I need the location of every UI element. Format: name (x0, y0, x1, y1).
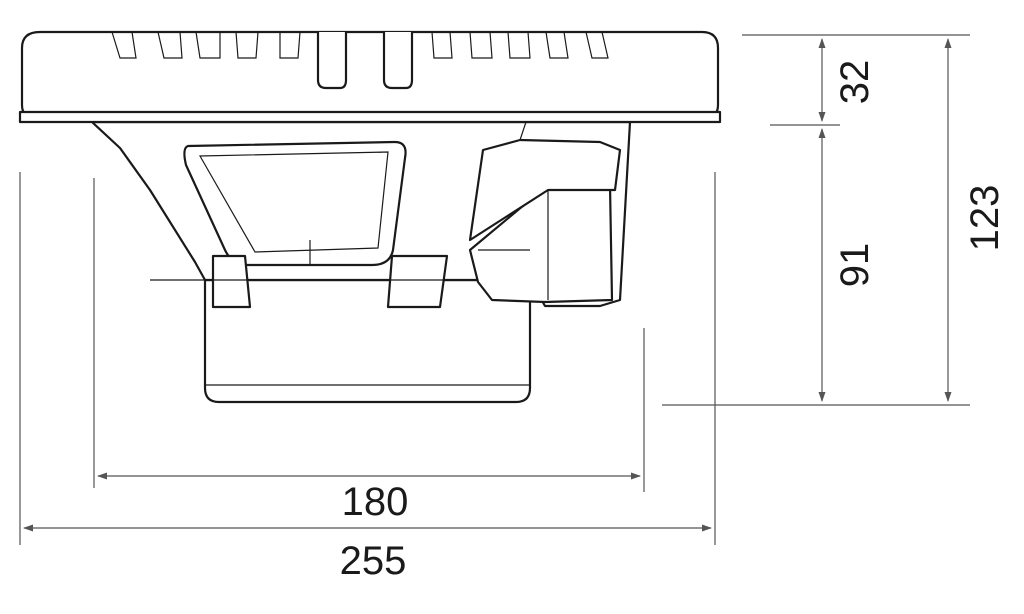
basket-foot-left (211, 254, 252, 309)
basket-window-left (183, 140, 407, 267)
label-total-height: 123 (963, 185, 1007, 252)
dimension-labels: 32 91 123 180 255 (340, 60, 1007, 583)
terminal-post (519, 121, 527, 141)
extension-lines (19, 34, 970, 545)
magnet-can (203, 278, 532, 404)
label-basket-width: 180 (342, 480, 409, 524)
grille-ring (20, 30, 720, 120)
grille-base (18, 110, 722, 124)
label-grille-height: 32 (833, 60, 877, 105)
label-overall-diameter: 255 (340, 539, 407, 583)
speaker-profile (18, 30, 722, 404)
basket-foot-right (386, 254, 449, 309)
grille-slots (111, 31, 609, 90)
terminal-housing (468, 138, 622, 242)
dimension-lines (23, 38, 952, 532)
label-body-depth: 91 (833, 243, 877, 288)
basket-window-inner (198, 151, 389, 253)
